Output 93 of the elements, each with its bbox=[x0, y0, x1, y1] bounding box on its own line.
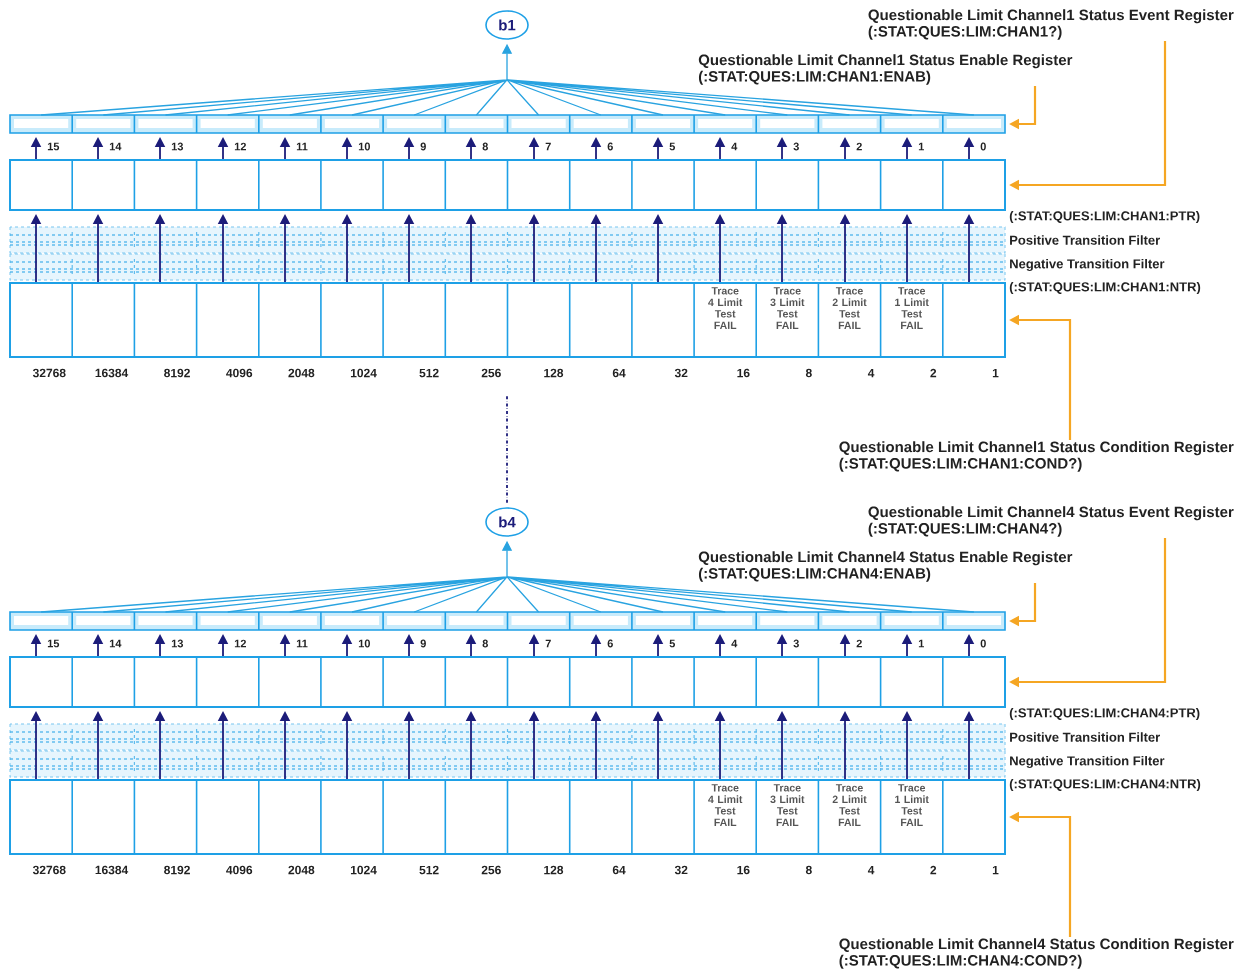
bit-number: 2 bbox=[855, 141, 864, 152]
bit-weight: 8192 bbox=[164, 865, 190, 875]
bit-number: 5 bbox=[668, 141, 677, 152]
bit-number: 14 bbox=[108, 638, 123, 649]
bit-number: 0 bbox=[979, 141, 988, 152]
bit-weight: 32 bbox=[674, 368, 688, 378]
bit-weight: 2 bbox=[930, 368, 937, 378]
bit-number: 8 bbox=[481, 638, 490, 649]
bit-weight: 512 bbox=[419, 865, 439, 875]
bit-weight: 32768 bbox=[32, 368, 66, 378]
filter-label: (:STAT:QUES:LIM:CHAN1:PTR) bbox=[1009, 210, 1200, 224]
bit-number: 6 bbox=[606, 141, 615, 152]
bit-number: 1 bbox=[917, 141, 926, 152]
bit-number: 8 bbox=[481, 141, 490, 152]
bit-number: 12 bbox=[233, 141, 248, 152]
bit-description: Trace 2 Limit Test FAIL bbox=[832, 784, 867, 826]
bit-number: 7 bbox=[544, 638, 553, 649]
filter-label: Negative Transition Filter bbox=[1010, 755, 1165, 769]
bit-weight: 4 bbox=[867, 368, 875, 378]
bit-weight: 64 bbox=[612, 865, 626, 875]
register-label: Questionable Limit Channel1 Status Enable Register (:STAT:QUES:LIM:CHAN1:ENAB) bbox=[698, 54, 1073, 85]
bit-description: Trace 3 Limit Test FAIL bbox=[770, 784, 805, 826]
bit-number: 14 bbox=[108, 141, 123, 152]
bit-weight: 512 bbox=[419, 368, 439, 378]
bit-weight: 256 bbox=[481, 865, 501, 875]
bit-number: 11 bbox=[295, 141, 309, 152]
bit-weight: 1024 bbox=[350, 865, 377, 875]
bit-weight: 1 bbox=[992, 368, 999, 378]
register-label: Questionable Limit Channel1 Status Event Register (:STAT:QUES:LIM:CHAN1?) bbox=[868, 9, 1234, 40]
bit-number: 15 bbox=[46, 638, 61, 649]
register-label: Questionable Limit Channel1 Status Condition Register (:STAT:QUES:LIM:CHAN1:COND?) bbox=[839, 441, 1234, 472]
bit-number: 7 bbox=[544, 141, 553, 152]
register-row bbox=[9, 779, 1006, 855]
bit-number: 13 bbox=[170, 141, 185, 152]
bit-weight: 8 bbox=[805, 368, 812, 378]
bit-number: 4 bbox=[730, 141, 739, 152]
register-row bbox=[9, 282, 1006, 358]
register-label: Questionable Limit Channel4 Status Enable Register (:STAT:QUES:LIM:CHAN4:ENAB) bbox=[698, 551, 1073, 582]
bit-weight: 1024 bbox=[350, 368, 377, 378]
filter-label: (:STAT:QUES:LIM:CHAN1:NTR) bbox=[1009, 281, 1201, 295]
bit-weight: 8192 bbox=[164, 368, 190, 378]
bit-number: 10 bbox=[357, 141, 372, 152]
bit-description: Trace 2 Limit Test FAIL bbox=[832, 287, 867, 329]
bit-weight: 32 bbox=[674, 865, 688, 875]
bit-number: 4 bbox=[730, 638, 739, 649]
bit-weight: 4 bbox=[867, 865, 875, 875]
bit-description: Trace 4 Limit Test FAIL bbox=[708, 784, 743, 826]
bit-weight: 32768 bbox=[32, 865, 66, 875]
filter-label: (:STAT:QUES:LIM:CHAN4:PTR) bbox=[1009, 707, 1200, 721]
register-row bbox=[9, 656, 1006, 708]
bit-description: Trace 4 Limit Test FAIL bbox=[708, 287, 743, 329]
bit-number: 9 bbox=[419, 638, 428, 649]
filter-label: Positive Transition Filter bbox=[1010, 732, 1160, 742]
bit-number: 2 bbox=[855, 638, 864, 649]
bit-weight: 16 bbox=[737, 865, 750, 875]
bit-weight: 16384 bbox=[95, 865, 129, 875]
bit-weight: 8 bbox=[805, 865, 812, 875]
bit-number: 3 bbox=[792, 141, 801, 152]
bit-weight: 64 bbox=[612, 368, 626, 378]
bit-weight: 2 bbox=[930, 865, 937, 875]
bit-weight: 256 bbox=[481, 368, 501, 378]
dashed-line bbox=[506, 395, 508, 505]
filter-label: Positive Transition Filter bbox=[1010, 235, 1160, 245]
register-row bbox=[9, 159, 1006, 211]
bit-description: Trace 1 Limit Test FAIL bbox=[895, 287, 929, 329]
filter-label: Negative Transition Filter bbox=[1010, 258, 1165, 272]
bit-weight: 1 bbox=[992, 865, 999, 875]
bit-number: 10 bbox=[357, 638, 372, 649]
bit-weight: 16384 bbox=[95, 368, 129, 378]
bit-weight: 2048 bbox=[288, 368, 315, 378]
filter-label: (:STAT:QUES:LIM:CHAN4:NTR) bbox=[1009, 778, 1201, 792]
bit-number: 15 bbox=[46, 141, 61, 152]
bit-number: 3 bbox=[792, 638, 801, 649]
bit-description: Trace 1 Limit Test FAIL bbox=[895, 784, 929, 826]
register-label: Questionable Limit Channel4 Status Event Register (:STAT:QUES:LIM:CHAN4?) bbox=[868, 506, 1234, 537]
bit-weight: 4096 bbox=[226, 368, 253, 378]
bit-weight: 128 bbox=[544, 865, 564, 875]
bit-number: 6 bbox=[606, 638, 615, 649]
bit-weight: 2048 bbox=[288, 865, 315, 875]
bit-number: 12 bbox=[233, 638, 248, 649]
bit-number: 9 bbox=[419, 141, 428, 152]
bit-number: 0 bbox=[979, 638, 988, 649]
bit-weight: 128 bbox=[544, 368, 564, 378]
register-row bbox=[9, 114, 1006, 134]
bit-description: Trace 3 Limit Test FAIL bbox=[770, 287, 805, 329]
bit-weight: 16 bbox=[737, 368, 750, 378]
bit-number: 13 bbox=[170, 638, 185, 649]
bit-weight: 4096 bbox=[226, 865, 253, 875]
register-label: Questionable Limit Channel4 Status Condition Register (:STAT:QUES:LIM:CHAN4:COND?) bbox=[839, 938, 1234, 969]
register-row bbox=[9, 611, 1006, 631]
bit-number: 5 bbox=[668, 638, 677, 649]
bit-number: 1 bbox=[917, 638, 926, 649]
bit-number: 11 bbox=[295, 638, 309, 649]
